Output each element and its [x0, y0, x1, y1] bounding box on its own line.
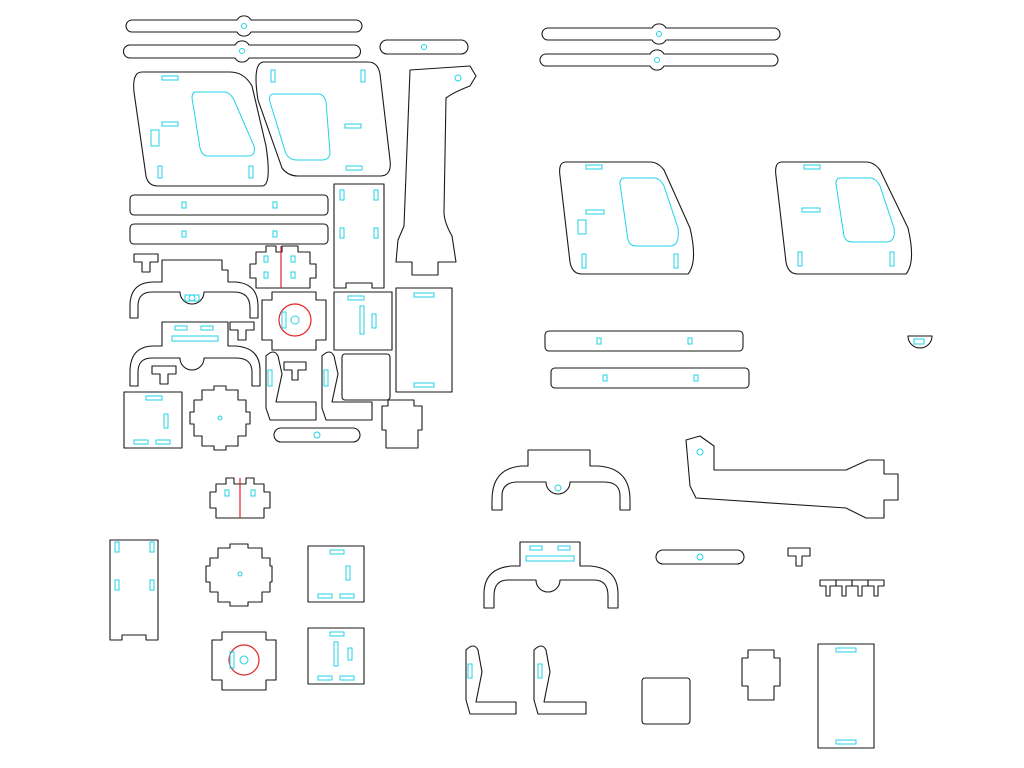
back-plate [817, 643, 875, 749]
floor-strip [544, 330, 744, 352]
t-connector [787, 547, 811, 567]
back-plate [395, 287, 453, 393]
cabin-side-panel [559, 161, 695, 275]
rotor-blade [125, 15, 363, 37]
cabin-side-panel [255, 61, 391, 177]
rotor-mount-plate [261, 291, 327, 351]
blank-square [641, 677, 691, 725]
pilot-seat [465, 645, 517, 715]
blank-square [341, 353, 391, 401]
rotor-blade [541, 23, 781, 45]
landing-gear-frame [491, 449, 631, 511]
tail-boom [685, 435, 899, 519]
square-plate [307, 627, 365, 685]
pilot-seat [321, 351, 373, 421]
cabin-side-panel [133, 71, 269, 187]
rotor-blade [539, 49, 779, 71]
small-strip [655, 549, 745, 565]
gear-box-block [249, 245, 317, 289]
gear-box-block [209, 477, 271, 519]
cabin-side-panel [775, 161, 913, 275]
front-plate [307, 545, 365, 603]
pilot-seat [265, 351, 317, 421]
hub-block [189, 385, 251, 451]
rotor-mount-plate [211, 631, 277, 691]
tail-fin-cap [907, 335, 933, 349]
t-connector-row [819, 579, 885, 597]
tall-plate [333, 183, 385, 289]
t-connector [229, 321, 255, 341]
small-strip [273, 427, 361, 443]
tail-rotor-blade [379, 39, 469, 55]
floor-strip [129, 223, 329, 245]
t-connector [283, 361, 307, 381]
square-plate [333, 291, 393, 351]
tail-boom [395, 65, 477, 276]
tall-plate [109, 539, 159, 641]
nose-block [381, 399, 423, 449]
landing-gear-frame [483, 541, 619, 609]
floor-strip [129, 194, 329, 216]
nose-block [741, 649, 781, 701]
rotor-blade [122, 40, 362, 63]
t-connector [151, 365, 177, 385]
pilot-seat [533, 645, 587, 715]
hub-block [205, 543, 273, 607]
landing-gear-frame [129, 259, 259, 319]
front-plate [123, 391, 183, 449]
floor-strip [550, 367, 750, 389]
landing-gear-frame [129, 321, 261, 387]
t-connector [133, 253, 159, 273]
